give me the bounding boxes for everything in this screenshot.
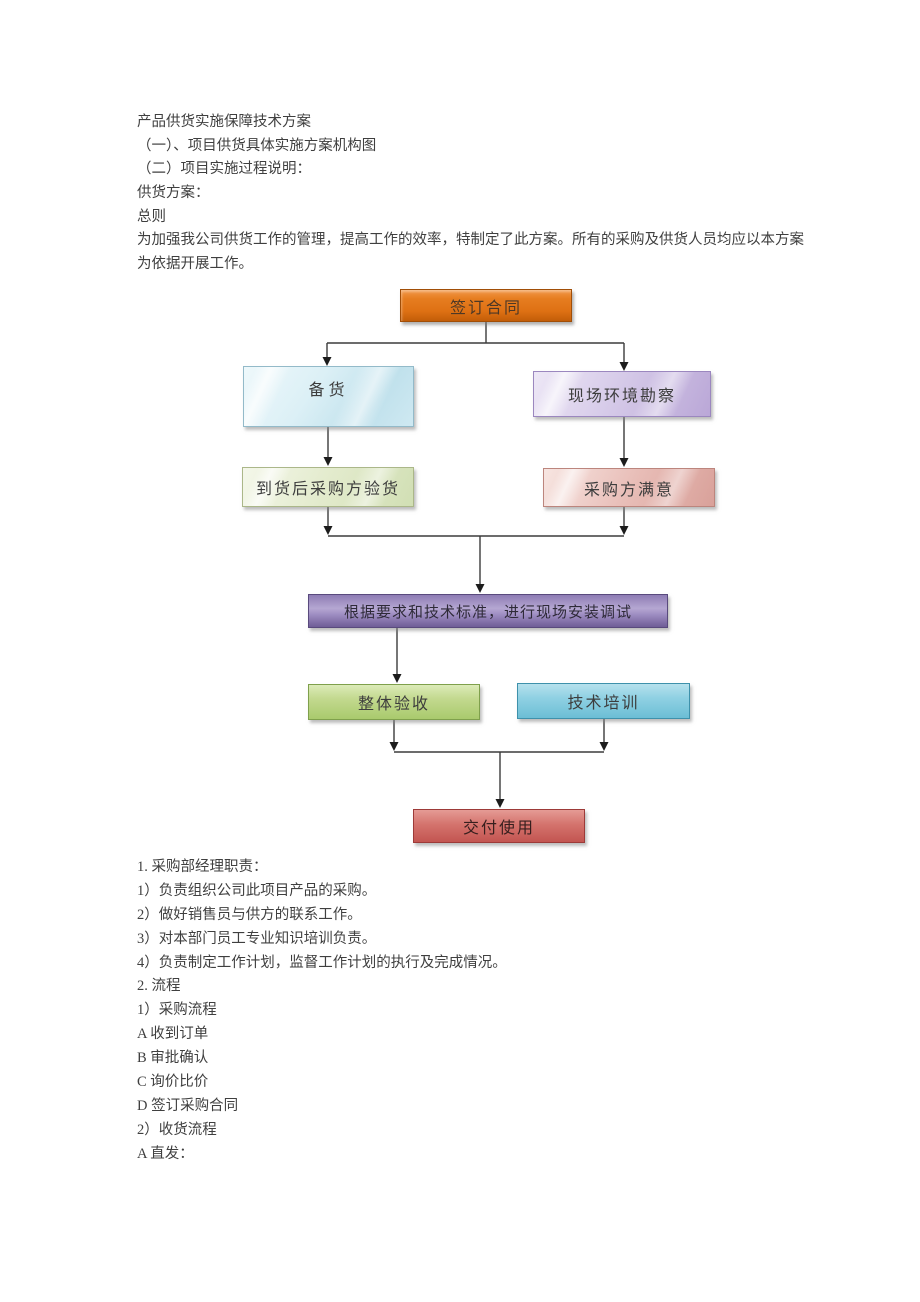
subheading-supply-plan: 供货方案： (137, 185, 210, 202)
flow-node-label: 整体验收 (357, 696, 430, 713)
notes-line: 2）做好销售员与供方的联系工作。 (137, 906, 362, 923)
flow-node-site-survey: 现场环境勘察 (533, 371, 711, 417)
notes-line: D 签订采购合同 (137, 1097, 239, 1114)
notes-line: 4）负责制定工作计划，监督工作计划的执行及完成情况。 (137, 954, 507, 971)
notes-line: C 询价比价 (137, 1074, 209, 1091)
flow-node-purchaser-satisfied: 采购方满意 (543, 468, 715, 507)
notes-line: A 收到订单 (137, 1026, 209, 1043)
flow-node-label: 采购方满意 (583, 481, 674, 499)
notes-line: 1. 采购部经理职责： (137, 859, 268, 875)
flow-node-sign-contract: 签订合同 (400, 289, 572, 322)
flow-node-label: 现场环境勘察 (567, 388, 676, 405)
notes-line: B 审批确认 (137, 1050, 209, 1067)
flow-node-label: 交付使用 (462, 820, 535, 837)
flow-node-label: 备货 (308, 382, 349, 399)
notes-line: 1）采购流程 (137, 1002, 217, 1019)
flow-node-label: 根据要求和技术标准，进行现场安装调试 (343, 604, 632, 621)
flow-node-install-debug: 根据要求和技术标准，进行现场安装调试 (308, 594, 668, 628)
flow-node-arrival-inspection: 到货后采购方验货 (242, 467, 414, 507)
flow-node-stock-preparation: 备货 (243, 366, 414, 427)
notes-line: A 直发： (137, 1145, 194, 1162)
flow-node-technical-training: 技术培训 (517, 683, 690, 719)
flow-node-delivery: 交付使用 (413, 809, 585, 843)
notes-line: 2）收货流程 (137, 1121, 217, 1138)
subheading-general: 总则 (137, 208, 166, 225)
flow-node-label: 到货后采购方验货 (255, 481, 400, 498)
notes-line: 1）负责组织公司此项目产品的采购。 (137, 882, 377, 899)
heading-1: （一）、项目供货具体实施方案机构图 (137, 137, 377, 154)
heading-2: （二）项目实施过程说明： (137, 161, 311, 178)
notes-line: 3）对本部门员工专业知识培训负责。 (137, 930, 377, 947)
paragraph-line-1: 为加强我公司供货工作的管理，提高工作的效率，特制定了此方案。所有的采购及供货人员… (137, 232, 804, 249)
flow-node-label: 技术培训 (567, 695, 640, 712)
notes-text-block: 1. 采购部经理职责： 1）负责组织公司此项目产品的采购。 2）做好销售员与供方… (137, 856, 737, 1167)
doc-title: 产品供货实施保障技术方案 (137, 114, 311, 130)
intro-text-block: 产品供货实施保障技术方案 （一）、项目供货具体实施方案机构图 （二）项目实施过程… (137, 111, 837, 277)
paragraph-line-2: 为依据开展工作。 (137, 256, 253, 273)
flow-node-label: 签订合同 (449, 299, 522, 317)
arrowheads (322, 357, 629, 808)
flow-node-overall-acceptance: 整体验收 (308, 684, 480, 720)
notes-line: 2. 流程 (137, 978, 181, 995)
